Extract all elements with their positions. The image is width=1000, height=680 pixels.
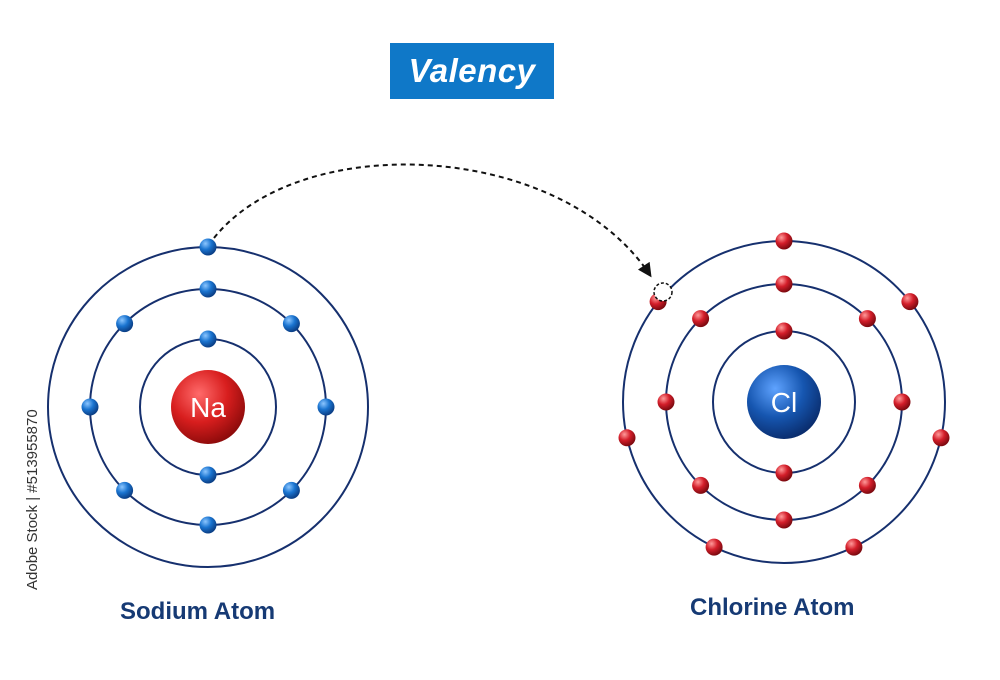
chlorine-electron (775, 511, 793, 529)
chlorine-electron (845, 538, 863, 556)
chlorine-label: Chlorine Atom (690, 594, 855, 621)
sodium-electron (116, 315, 134, 333)
sodium-electron (81, 398, 99, 416)
sodium-symbol: Na (190, 392, 226, 423)
sodium-electron (199, 330, 217, 348)
sodium-atom: Na (47, 238, 369, 568)
sodium-electron (199, 280, 217, 298)
sodium-electron (199, 516, 217, 534)
title-banner: Valency (390, 43, 554, 99)
chlorine-electron (657, 393, 675, 411)
chlorine-electron (705, 538, 723, 556)
sodium-electron (317, 398, 335, 416)
chlorine-electron (692, 476, 710, 494)
sodium-label: Sodium Atom (120, 598, 276, 625)
sodium-electron (199, 238, 217, 256)
chlorine-vacancy-slot (653, 282, 673, 302)
chlorine-electron (775, 275, 793, 293)
sodium-nucleus (171, 370, 245, 444)
chlorine-electron (618, 429, 636, 447)
title-text: Valency (408, 52, 536, 89)
sodium-electron (199, 466, 217, 484)
chlorine-electron (901, 293, 919, 311)
chlorine-electron (893, 393, 911, 411)
sodium-electron (282, 315, 300, 333)
stock-credit: Adobe Stock | #513955870 (24, 409, 41, 590)
electron-transfer-arrow (213, 163, 652, 278)
chlorine-nucleus (747, 365, 821, 439)
chlorine-atom: Cl (618, 232, 950, 564)
chlorine-electron (692, 310, 710, 328)
chlorine-symbol: Cl (771, 387, 797, 418)
chlorine-electron (775, 464, 793, 482)
chlorine-electron (858, 476, 876, 494)
chlorine-electron (775, 322, 793, 340)
sodium-electron (116, 481, 134, 499)
chlorine-electron (858, 310, 876, 328)
sodium-electron (282, 481, 300, 499)
chlorine-electron (775, 232, 793, 250)
chlorine-electron (932, 429, 950, 447)
